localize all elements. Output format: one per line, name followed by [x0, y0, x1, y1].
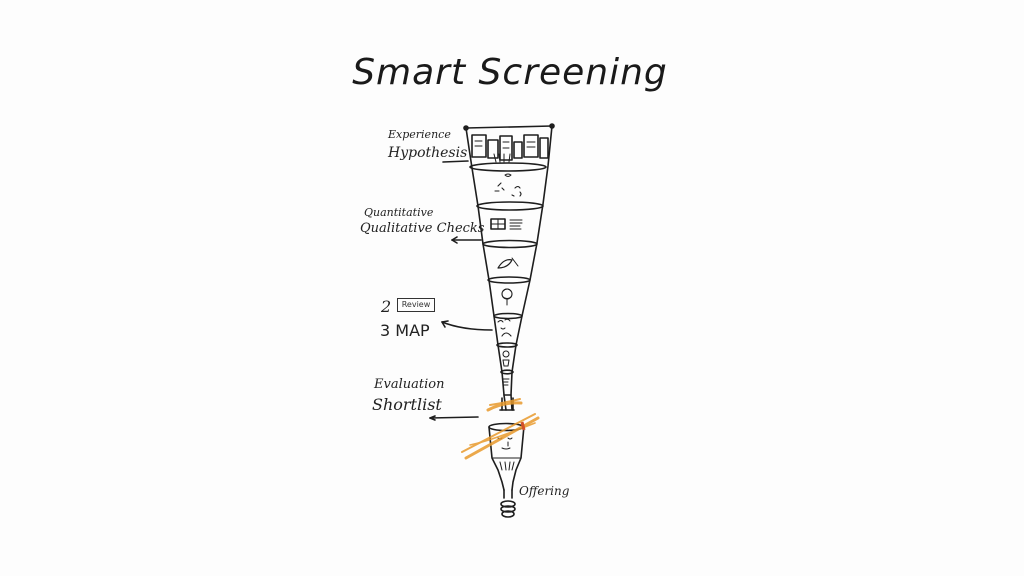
lower-cup: [488, 426, 505, 491]
stage-divider: [487, 276, 531, 284]
label-top-line1: Experience: [388, 128, 451, 141]
label-lower-line2: Shortlist: [372, 395, 442, 414]
label-middle-box: Review: [397, 298, 435, 312]
label-bottom: Offering: [519, 484, 570, 498]
label-middle-number: 2: [381, 297, 392, 316]
funnel-right-edge: [510, 125, 553, 411]
stage-divider: [469, 162, 547, 172]
label-second-line2: Qualitative Checks: [360, 221, 485, 236]
arrow-lower: [429, 416, 479, 419]
stage-divider: [493, 312, 523, 320]
label-top-line2: Hypothesis: [388, 145, 468, 161]
stage-divider: [496, 342, 518, 348]
funnel-left-edge: [465, 127, 507, 411]
stage-divider: [476, 201, 544, 211]
orange-cross-marks: [461, 398, 540, 460]
diagram-title: Smart Screening: [352, 52, 668, 93]
label-lower-line1: Evaluation: [374, 377, 445, 392]
label-second-line1: Quantitative: [364, 206, 434, 219]
bottom-bulb: [500, 500, 516, 508]
label-middle-line2: 3 MAP: [380, 321, 430, 340]
stage-divider: [482, 239, 538, 249]
arrow-top: [442, 160, 469, 163]
arrow-middle: [441, 321, 493, 331]
stage-divider: [500, 369, 514, 375]
